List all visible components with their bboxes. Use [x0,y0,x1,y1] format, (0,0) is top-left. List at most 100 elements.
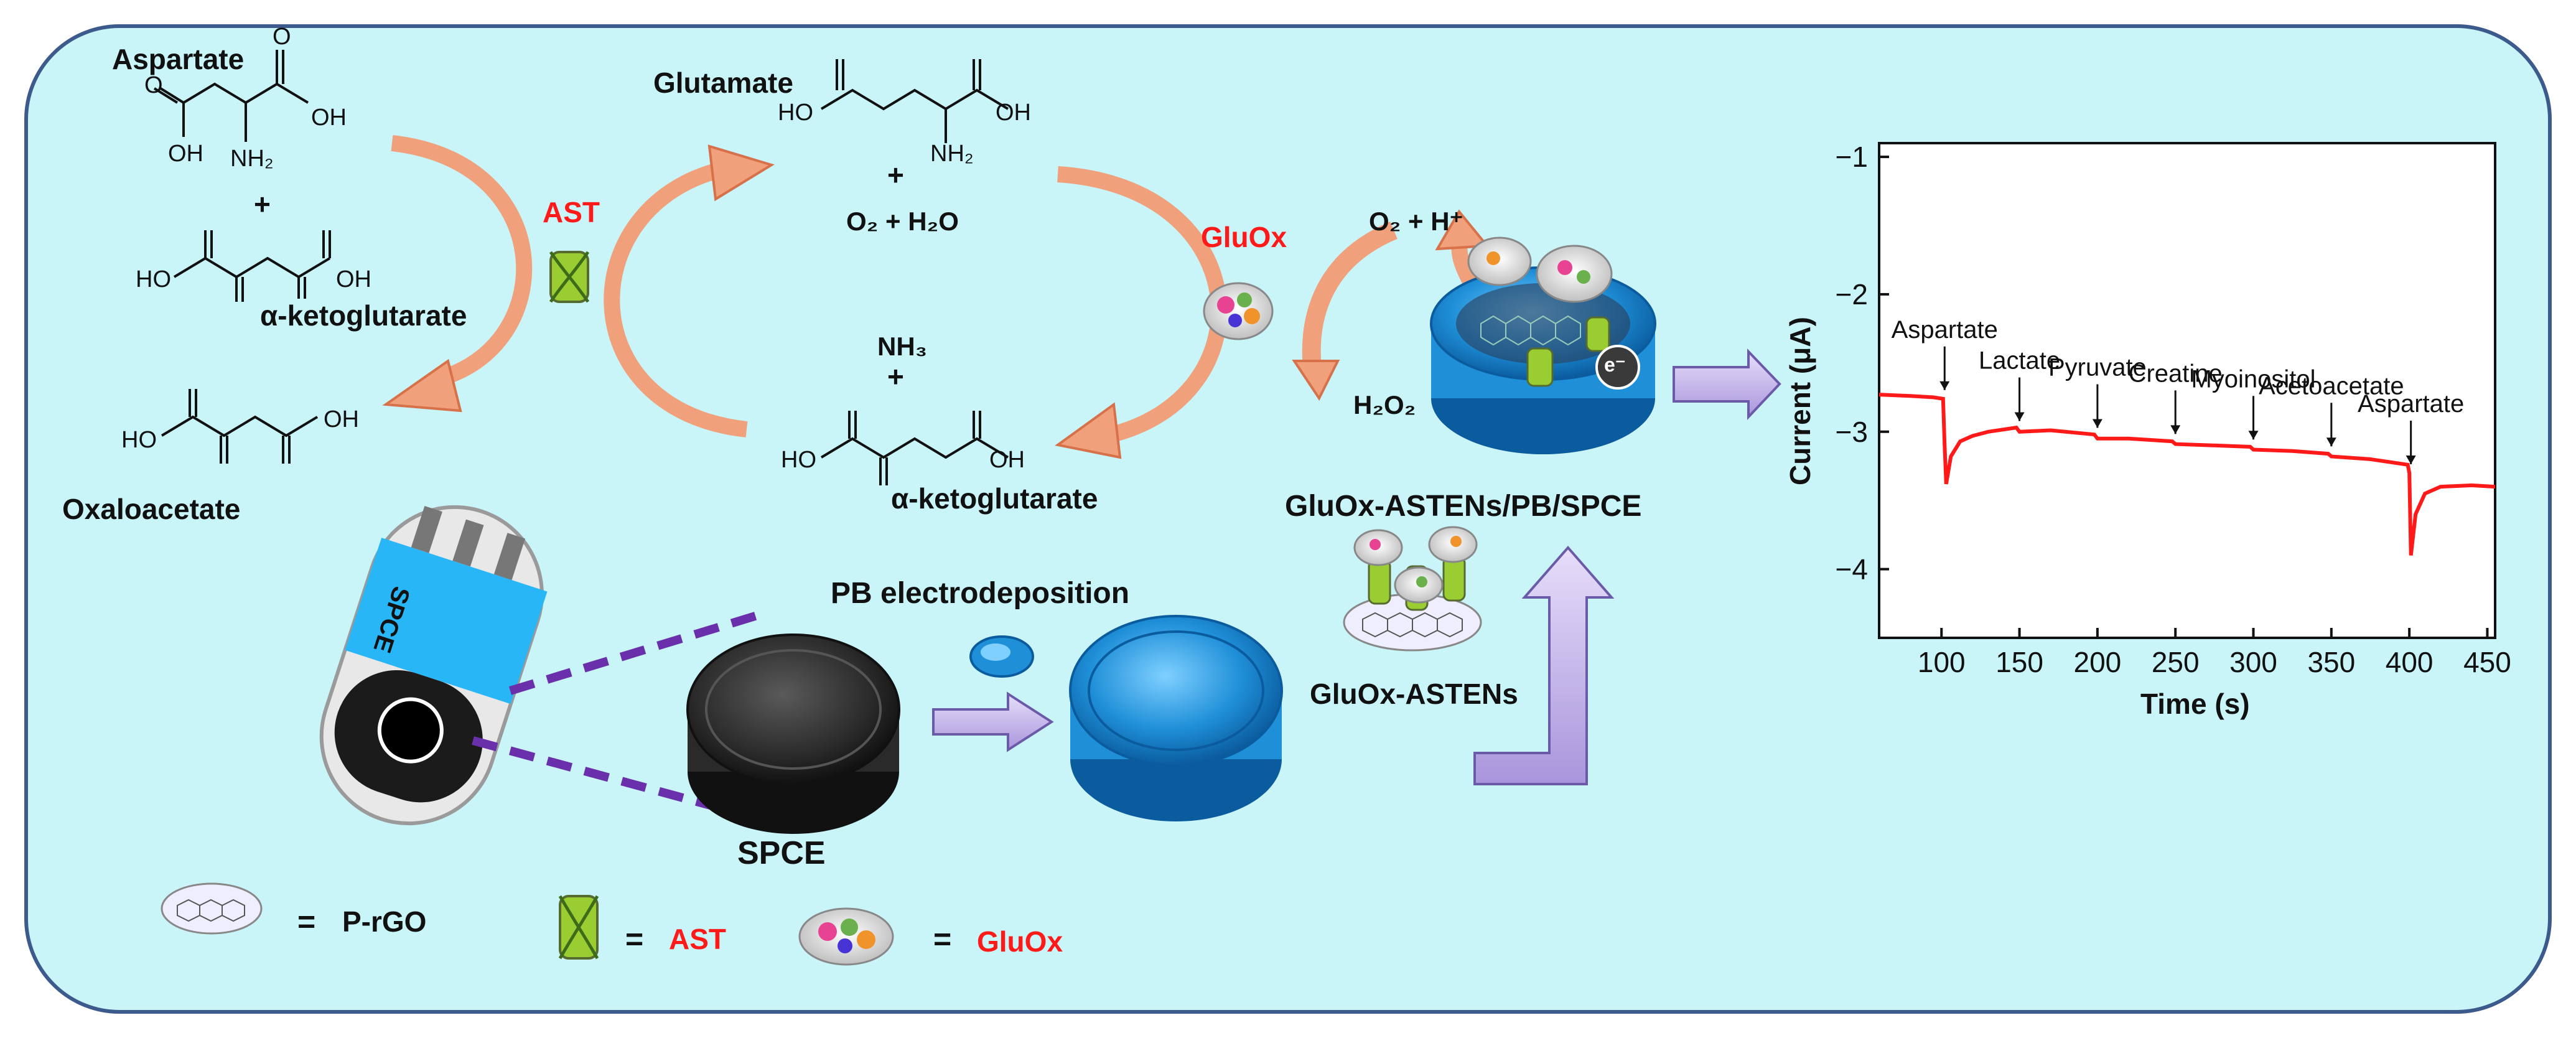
ketoglut-mid-ho: HO [781,447,816,473]
spce-electrode-icon [686,634,900,834]
arrowhead-glutamate [707,144,775,202]
legend-eq-3: = [933,922,952,956]
chart-annotation-arrowhead [2092,419,2102,428]
plus-label-3: + [887,360,904,393]
ast-cycle-arrows [382,135,775,437]
oxalo-oh: OH [324,406,359,432]
aspartate-oh-right: OH [311,105,347,131]
ketoglutarate-left-label: α-ketoglutarate [260,299,467,332]
chart-annotation-arrowhead [2170,425,2181,434]
ketoglutarate-mid-label: α-ketoglutarate [891,482,1098,515]
oxalo-ho: HO [121,427,157,453]
glutamate-oh: OH [996,100,1031,126]
chart-annotation-arrowhead [2248,431,2259,440]
gluox-label: GluOx [1201,221,1287,253]
aspartate-o-left: O [144,72,163,98]
glutamate-ho: HO [778,100,813,126]
pb-electrode-icon [1069,615,1283,821]
electron-label: e⁻ [1604,353,1626,376]
legend-gluox-icon [798,907,894,966]
legend-ast-label: AST [669,923,726,955]
chart-xtick-label: 250 [2152,646,2200,678]
ast-label: AST [543,196,600,228]
arrowhead-o2h [1435,209,1490,251]
pb-droplet-icon [969,635,1034,678]
chart-xtick-label: 100 [1918,646,1966,678]
glutamate-structure [820,59,1009,143]
chart-annotation-label: Aspartate [2358,390,2464,418]
aspartate-nh2: NH₂ [230,146,274,172]
arrowhead-h2o2 [1292,360,1340,401]
arrow-aspartate-to-oxaloacetate [391,135,533,388]
spce-label: SPCE [737,835,826,871]
chart-annotation-arrowhead [2326,437,2336,447]
aspartate-label: Aspartate [112,43,245,75]
chart-annotation-arrowhead [2014,412,2025,421]
chart-xtick-label: 450 [2463,646,2511,678]
chart-xtick-label: 300 [2229,646,2277,678]
h2o2-label: H₂O₂ [1353,390,1416,419]
glutamate-nh2: NH₂ [930,141,974,167]
chart-ytick-label: −1 [1836,141,1868,173]
pb-electrodeposition-label: PB electrodeposition [831,577,1130,610]
legend-eq-1: = [297,904,316,939]
chart-xlabel: Time (s) [2140,688,2250,720]
gluox-astens-icon [1343,526,1482,652]
oxaloacetate-structure [161,389,319,464]
arrowhead-oxaloacetate [382,358,462,413]
aspartate-structure [153,50,309,142]
ketoglut-left-oh: OH [336,266,371,292]
o2-h-label: O₂ + H⁺ [1369,207,1463,236]
dashed-connector-bottom [472,736,748,820]
ketoglutarate-left-structure [173,230,331,302]
oxaloacetate-label: Oxaloacetate [62,493,241,525]
chart-annotation-label: Lactate [1979,347,2060,374]
chart-annotation-label: Pyruvate [2048,353,2147,381]
chart-annotation-label: Acetoacetate [2259,372,2404,400]
ast-enzyme-icon [549,251,590,303]
o2-h2o-label: O₂ + H₂O [846,207,959,236]
dashed-connector-top [508,609,767,695]
chart-annotation-arrowhead [1939,381,1950,390]
arrow-o2-to-h2o2 [1302,222,1398,375]
nh3-label: NH₃ [877,332,928,361]
chart-xtick-label: 200 [2074,646,2122,678]
arrow-spce-to-pb [932,691,1054,752]
final-electrode-label: GluOx-ASTENs/PB/SPCE [1285,490,1642,523]
gluox-enzyme-icon [1203,282,1274,340]
arrow-to-chart [1673,348,1781,421]
ketoglutarate-mid-structure [820,411,1009,485]
chart-ytick-label: −4 [1836,553,1868,586]
gluox-astens-label: GluOx-ASTENs [1310,678,1518,710]
final-electrode-icon [1430,236,1656,454]
glutamate-label: Glutamate [653,67,793,99]
chart-annotation-arrowhead [2406,456,2416,464]
chart-plot-area [1878,142,2496,639]
arrowhead-ketoglutarate [1055,402,1122,459]
chart: 100 150 200 250 300 350 400 450 −1 −2 −3 −4 Asparta… [1836,141,2511,678]
legend-ast-icon [558,895,599,960]
arrow-ketoglutarate-to-glutamate [604,163,748,437]
chart-ylabel: Current (μA) [1784,317,1816,485]
legend-eq-2: = [625,922,644,956]
graphene-sheet-icon [161,882,263,935]
chart-xtick-label: 350 [2307,646,2355,678]
aspartate-o-top: O [273,24,291,50]
chart-annotation-label: Myoinositol [2191,365,2315,393]
chart-ytick-label: −2 [1836,278,1868,311]
aspartate-oh-bottom: OH [168,141,203,167]
chart-annotation-label: Aspartate [1892,316,1998,344]
plus-label-1: + [254,188,271,220]
legend-gluox-label: GluOx [977,925,1063,958]
ketoglut-mid-oh: OH [989,447,1025,473]
chart-xtick-label: 400 [2386,646,2434,678]
chart-xtick-label: 150 [1995,646,2043,678]
arrow-to-final-electrode [1473,545,1615,785]
plus-label-2: + [887,159,904,191]
legend-prgo-label: P-rGO [342,905,427,938]
chart-annotation-label: Creatine [2129,360,2223,387]
chart-series-trace [1878,393,2496,556]
chart-ytick-label: −3 [1836,416,1868,448]
